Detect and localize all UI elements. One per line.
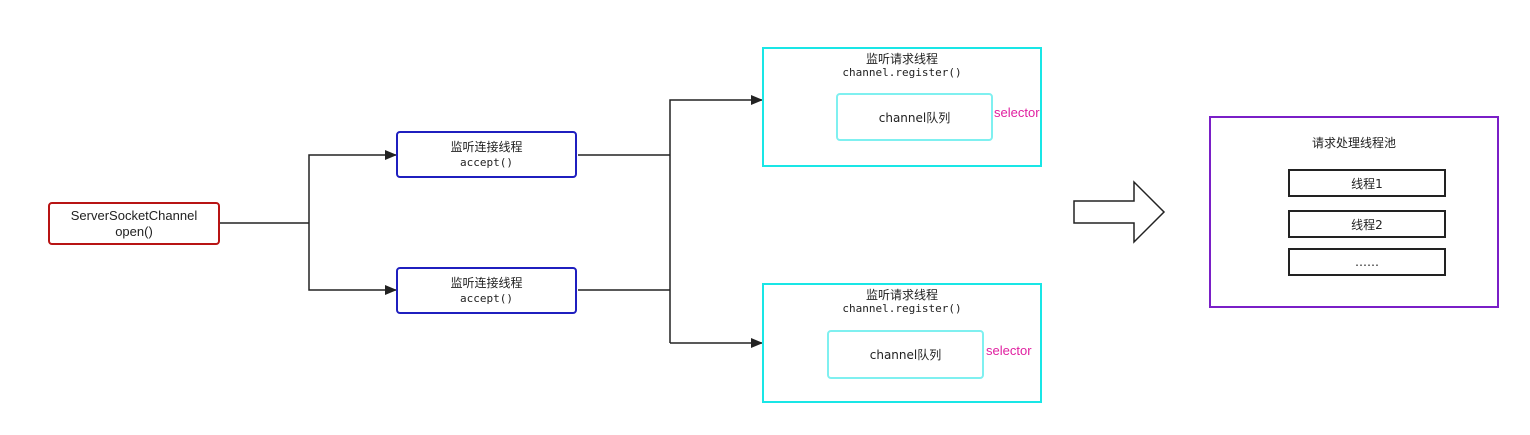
thread-item-label: …… — [1355, 255, 1379, 269]
connector-to-listener-1 — [669, 95, 763, 343]
listener-method: channel.register() — [842, 66, 962, 79]
channel-queue: channel队列 — [827, 330, 984, 379]
acceptor-node-1: 监听连接线程 accept() — [396, 131, 577, 178]
listener-node-1: 监听请求线程 channel.register() channel队列 sele… — [762, 47, 1042, 167]
selector-label: selector — [986, 343, 1032, 358]
thread-pool-node: 请求处理线程池 线程1 线程2 …… — [1209, 116, 1499, 308]
acceptor-title: 监听连接线程 — [450, 275, 523, 290]
connector-to-acceptor-1 — [308, 150, 397, 223]
acceptor-method: accept() — [460, 291, 513, 305]
channel-queue-label: channel队列 — [878, 110, 951, 125]
thread-item: 线程2 — [1288, 210, 1446, 238]
channel-queue-label: channel队列 — [869, 348, 942, 362]
acceptor-method: accept() — [460, 155, 513, 169]
thread-item-label: 线程2 — [1351, 217, 1383, 232]
listener-method: channel.register() — [842, 302, 962, 315]
thread-pool-title: 请求处理线程池 — [1311, 136, 1396, 150]
selector-label: selector — [994, 105, 1040, 120]
big-right-arrow-icon — [1073, 180, 1166, 244]
thread-item: 线程1 — [1288, 169, 1446, 197]
thread-item: …… — [1288, 248, 1446, 276]
acceptor-node-2: 监听连接线程 accept() — [396, 267, 577, 314]
server-socket-channel-node: ServerSocketChannel open() — [48, 202, 220, 245]
channel-queue: channel队列 — [836, 93, 993, 141]
server-method: open() — [115, 223, 153, 239]
listener-title: 监听请求线程 — [865, 288, 938, 302]
server-label: ServerSocketChannel — [70, 207, 198, 223]
thread-item-label: 线程1 — [1351, 176, 1383, 191]
connector-to-acceptor-2 — [308, 223, 397, 295]
listener-node-2: 监听请求线程 channel.register() channel队列 sele… — [762, 283, 1042, 403]
acceptor-title: 监听连接线程 — [450, 139, 523, 154]
listener-title: 监听请求线程 — [865, 52, 938, 66]
